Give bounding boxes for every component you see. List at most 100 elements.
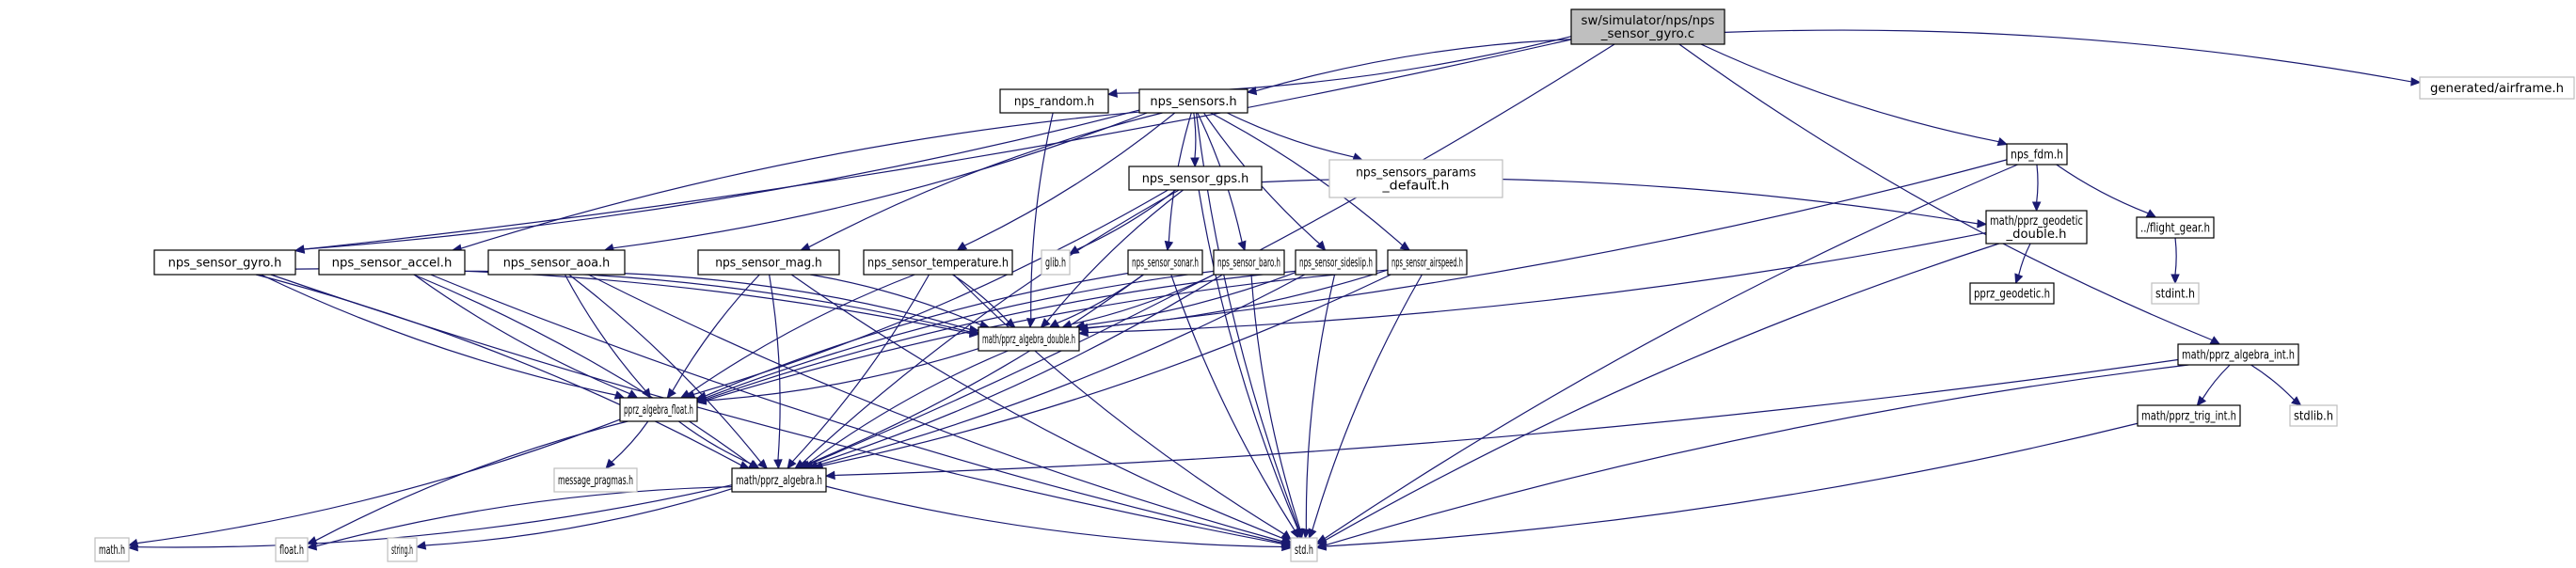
node-label: nps_sensor_gps.h bbox=[1142, 172, 1249, 186]
edge-aoa-to-algebra bbox=[568, 274, 769, 469]
node-algebra-float[interactable]: pprz_algebra_float.h bbox=[619, 397, 698, 422]
edge-baro-to-algebra_float bbox=[695, 270, 1215, 402]
node-gyro[interactable]: nps_sensor_gyro.h bbox=[153, 249, 296, 276]
node-temperature[interactable]: nps_sensor_temperature.h bbox=[863, 249, 1013, 276]
edge-line bbox=[1250, 274, 1301, 530]
node-algebra-double[interactable]: math/pprz_algebra_double.h bbox=[978, 326, 1080, 352]
arrowhead-icon bbox=[613, 390, 626, 400]
arrowhead-icon bbox=[1296, 528, 1305, 540]
node-label: math/pprz_algebra.h bbox=[736, 474, 822, 488]
node-box bbox=[1138, 88, 1248, 114]
edge-algebra-to-math bbox=[127, 484, 733, 552]
node-label: pprz_geodetic.h bbox=[1974, 288, 2050, 302]
arrowhead-icon bbox=[1040, 317, 1051, 328]
edge-line bbox=[1325, 422, 2139, 547]
edge-nps_sensor_gps-to-algebra_float bbox=[684, 189, 1169, 399]
node-box bbox=[553, 467, 638, 493]
node-sideslip[interactable]: nps_sensor_sideslip.h bbox=[1295, 249, 1377, 276]
nodes-layer: sw/simulator/nps/nps_sensor_gyro.c nps_ra… bbox=[94, 8, 2575, 562]
node-label: pprz_algebra_float.h bbox=[624, 403, 693, 418]
node-sonar[interactable]: nps_sensor_sonar.h bbox=[1127, 249, 1203, 276]
node-label: math/pprz_geodetic bbox=[1990, 214, 2083, 229]
node-box bbox=[1127, 249, 1203, 276]
node-root[interactable]: sw/simulator/nps/nps_sensor_gyro.c bbox=[1570, 8, 1725, 45]
arrowhead-icon bbox=[666, 387, 676, 399]
edge-line bbox=[315, 420, 628, 542]
node-geodetic-double[interactable]: math/pprz_geodetic_double.h bbox=[1985, 210, 2088, 245]
node-label: nps_sensor_baro.h bbox=[1217, 257, 1280, 271]
edge-line bbox=[1724, 29, 2412, 83]
node-box bbox=[2419, 76, 2575, 100]
node-box bbox=[1570, 8, 1725, 45]
node-label: nps_sensor_gyro.h bbox=[168, 257, 282, 271]
node-trig-int[interactable]: math/pprz_trig_int.h bbox=[2137, 404, 2241, 427]
arrowhead-icon bbox=[1077, 323, 1089, 333]
edge-nps_sensors-to-temperature bbox=[956, 112, 1176, 251]
arrowhead-icon bbox=[956, 241, 968, 251]
node-nps-sensors[interactable]: nps_sensors.h bbox=[1138, 88, 1248, 114]
edge-flight_gear-to-stdint bbox=[2171, 237, 2180, 285]
node-box bbox=[387, 537, 418, 562]
node-accel[interactable]: nps_sensor_accel.h bbox=[318, 249, 466, 276]
edge-nps_sensors-to-gyro bbox=[294, 109, 1140, 254]
node-label: _default.h bbox=[1381, 180, 1449, 194]
arrowhead-icon bbox=[824, 470, 835, 481]
node-algebra[interactable]: math/pprz_algebra.h bbox=[731, 467, 827, 493]
edge-sonar-to-algebra bbox=[799, 274, 1144, 469]
edge-line bbox=[624, 273, 971, 330]
edge-line bbox=[1046, 189, 1184, 323]
node-mag[interactable]: nps_sensor_mag.h bbox=[697, 249, 840, 276]
node-params-default: nps_sensors_params_default.h bbox=[1328, 159, 1503, 198]
node-baro[interactable]: nps_sensor_baro.h bbox=[1213, 249, 1285, 276]
node-flight-gear[interactable]: ../flight_gear.h bbox=[2136, 216, 2215, 239]
node-airspeed[interactable]: nps_sensor_airspeed.h bbox=[1387, 249, 1468, 276]
edge-line bbox=[810, 274, 981, 326]
node-box bbox=[94, 537, 130, 562]
edge-nps_fdm-to-std bbox=[1315, 164, 2018, 544]
arrowhead-icon bbox=[749, 460, 760, 469]
edge-line bbox=[612, 112, 1148, 249]
edge-root-to-airframe bbox=[1724, 29, 2422, 87]
arrowhead-icon bbox=[1977, 219, 1988, 229]
edge-line bbox=[303, 109, 1140, 250]
edge-line bbox=[705, 348, 979, 402]
node-pprz-geodetic[interactable]: pprz_geodetic.h bbox=[1969, 282, 2055, 305]
edge-line bbox=[315, 486, 733, 547]
node-nps-random[interactable]: nps_random.h bbox=[999, 88, 1109, 114]
node-airframe: generated/airframe.h bbox=[2419, 76, 2575, 100]
edge-nps_sensors-to-params_default bbox=[1227, 112, 1363, 162]
node-label: nps_random.h bbox=[1014, 95, 1094, 109]
node-float: float.h bbox=[275, 537, 309, 562]
edge-nps_fdm-to-flight_gear bbox=[2056, 164, 2157, 218]
arrowhead-icon bbox=[1308, 528, 1317, 540]
arrowhead-icon bbox=[695, 396, 708, 405]
edge-line bbox=[1325, 364, 2189, 546]
node-label: nps_sensors.h bbox=[1150, 95, 1236, 109]
arrowhead-icon bbox=[2014, 273, 2024, 285]
node-box bbox=[1128, 166, 1263, 191]
edge-baro-to-std bbox=[1250, 274, 1305, 540]
arrowhead-icon bbox=[2171, 274, 2180, 285]
edge-line bbox=[2202, 364, 2231, 400]
edge-line bbox=[1324, 164, 2018, 540]
edge-line bbox=[953, 274, 1285, 535]
node-nps-fdm[interactable]: nps_fdm.h bbox=[2006, 143, 2068, 166]
edge-accel-to-algebra_float bbox=[413, 274, 639, 399]
node-nps-sensor-gps[interactable]: nps_sensor_gps.h bbox=[1128, 166, 1263, 191]
node-label: std.h bbox=[1295, 544, 1313, 558]
edge-line bbox=[808, 112, 1163, 248]
node-label: _double.h bbox=[2006, 228, 2067, 242]
node-algebra-int[interactable]: math/pprz_algebra_int.h bbox=[2177, 343, 2299, 366]
edge-line bbox=[672, 274, 760, 392]
arrowhead-icon bbox=[415, 541, 427, 550]
node-label: nps_sensor_temperature.h bbox=[867, 257, 1009, 271]
edge-temperature-to-algebra bbox=[787, 274, 930, 469]
node-box bbox=[697, 249, 840, 276]
node-aoa[interactable]: nps_sensor_aoa.h bbox=[487, 249, 626, 276]
node-stdlib: stdlib.h bbox=[2289, 404, 2338, 427]
edge-nps_sensors-to-airspeed bbox=[1210, 112, 1411, 251]
arrowhead-icon bbox=[627, 389, 639, 399]
edge-aoa-to-algebra_float bbox=[564, 274, 652, 400]
edge-line bbox=[2018, 243, 2031, 276]
